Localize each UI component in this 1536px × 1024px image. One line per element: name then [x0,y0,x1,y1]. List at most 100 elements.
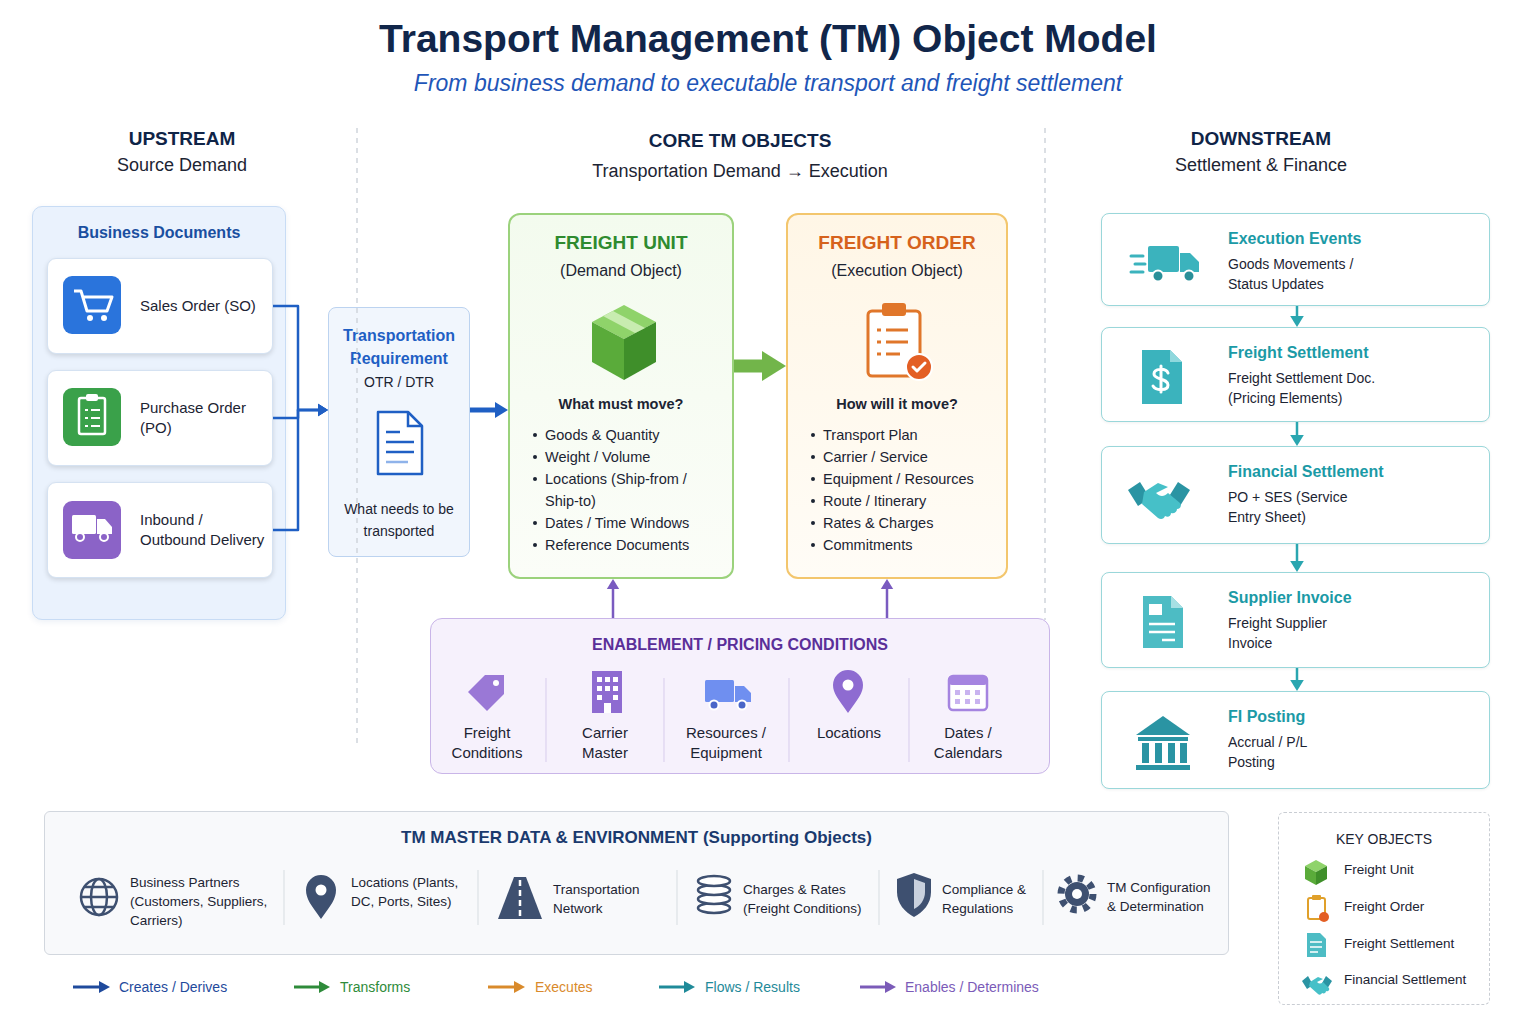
building-icon-part-part [613,695,618,700]
building-icon-part-part [605,686,610,691]
calendar-icon [949,676,987,710]
gear-icon [1061,878,1093,910]
master-data-label: Compliance & Regulations [942,880,1042,918]
shield-icon-part [914,879,925,909]
legend-item: Freight Settlement [1344,936,1454,951]
package-icon-part [592,305,656,339]
group-box: Business DocumentsSales Order (SO) Purcha… [32,206,286,620]
equipment-truck-icon-part [705,680,734,702]
legend-text: Freight Unit [1344,862,1414,877]
document-icon-part [386,432,414,452]
legend-arrow-green-part [294,986,321,989]
building-icon-part [597,677,618,713]
equipment-truck-icon [705,680,751,710]
column-subheading: Transportation Demand → Execution [530,161,950,182]
arrow-head [607,579,619,589]
shield-icon-part [897,873,931,917]
legend-text: Flows / Results [705,979,800,995]
column-divider-part [356,128,358,748]
connector-line [273,410,320,418]
truck-icon-part [97,519,112,534]
process-box: Financial SettlementPO + SES (Service En… [1101,446,1490,544]
order-clipboard-icon-part [913,363,925,371]
enablement-divider-part [663,678,664,762]
building-icon-part-part [597,686,602,691]
enablement-divider-part [908,678,909,762]
column-heading: DOWNSTREAM [1111,128,1411,150]
calendar-icon-part-part [965,690,970,695]
coins-icon-part [698,894,730,904]
invoice-icon-part [1143,596,1183,648]
node-text: Purchase Order (PO) [140,398,268,438]
location-pin-icon-part [843,680,854,691]
legend-text: Creates / Derives [119,979,227,995]
bank-icon-part [1142,743,1149,763]
truck-icon-part [72,515,96,534]
building-icon [592,671,622,713]
node-text: Business Documents [33,224,285,242]
document-icon-part [378,412,422,474]
legend-arrow-blue-part [99,981,110,993]
arrow-head [318,404,328,416]
bank-icon-part [1138,737,1188,741]
node-text: Freight Supplier Invoice [1228,613,1353,653]
connector [881,579,893,618]
calendar-icon-part-part [975,690,980,695]
node-text: OTR / DTR [364,374,434,390]
arrow-head [1290,680,1304,691]
process-box: FI PostingAccrual / P/L Posting [1101,691,1490,789]
node-text: What needs to be transported [337,498,461,542]
legend-text: Freight Order [1344,899,1424,914]
master-divider-part [283,870,284,925]
tag-icon-part [493,680,499,686]
node-text: Carrier / Service [810,446,996,468]
key-handshake-icon [1302,976,1332,995]
connector [1290,306,1304,327]
legend-arrow-teal-part [659,986,686,989]
legend-text: Freight Settlement [1344,936,1454,951]
object-box: FREIGHT UNIT(Demand Object)What must mov… [508,213,734,579]
connector-line [1296,668,1299,682]
legend-arrow-orange-part [488,986,516,989]
bank-icon-part [1136,716,1190,735]
location-pin-icon-part [833,670,863,713]
node-text: FI Posting [1228,706,1489,728]
invoice-icon-part [1171,596,1183,608]
key-handshake-icon-part [1309,977,1329,995]
connector-line [612,587,615,618]
connector-line [470,408,498,413]
delivery-truck-icon-part [1153,271,1164,282]
truck-icon [63,501,121,559]
node-text: Equipment / Resources [810,468,996,490]
node-text: Dates / Time Windows [532,512,722,534]
legend-arrow-purple-part [885,981,896,993]
coins-icon-part [698,903,730,913]
clipboard-icon-part [63,388,121,446]
building-icon-part-part [613,686,618,691]
building-icon-part-part [604,703,611,713]
arrow-head [318,404,328,416]
clipboard-icon [63,388,121,446]
legend-item: Financial Settlement [1344,972,1466,987]
order-clipboard-icon [868,303,932,380]
clipboard-icon-part [79,398,105,434]
cart-icon-part [101,315,107,321]
column-heading: UPSTREAM [62,128,302,150]
diagram-title: Transport Management (TM) Object Model [0,17,1536,61]
node-text: Inbound / Outbound Delivery [140,510,268,550]
legend-arrow-teal [659,981,695,993]
order-clipboard-icon-part [868,311,920,376]
legend-item: Flows / Results [705,979,800,995]
connector [273,404,328,418]
key-clipboard-icon-part [1312,895,1321,900]
connector-line [273,410,320,530]
order-clipboard-icon-part [906,354,932,380]
legend-item: Enables / Determines [905,979,1039,995]
node-text: Sales Order (SO) [140,296,268,316]
column-divider [357,128,1045,748]
connector [734,351,786,381]
connector-line [1296,544,1299,563]
equipment-truck-icon-part [738,701,747,710]
road-icon [498,877,542,919]
money-document-icon-part [1153,366,1168,392]
